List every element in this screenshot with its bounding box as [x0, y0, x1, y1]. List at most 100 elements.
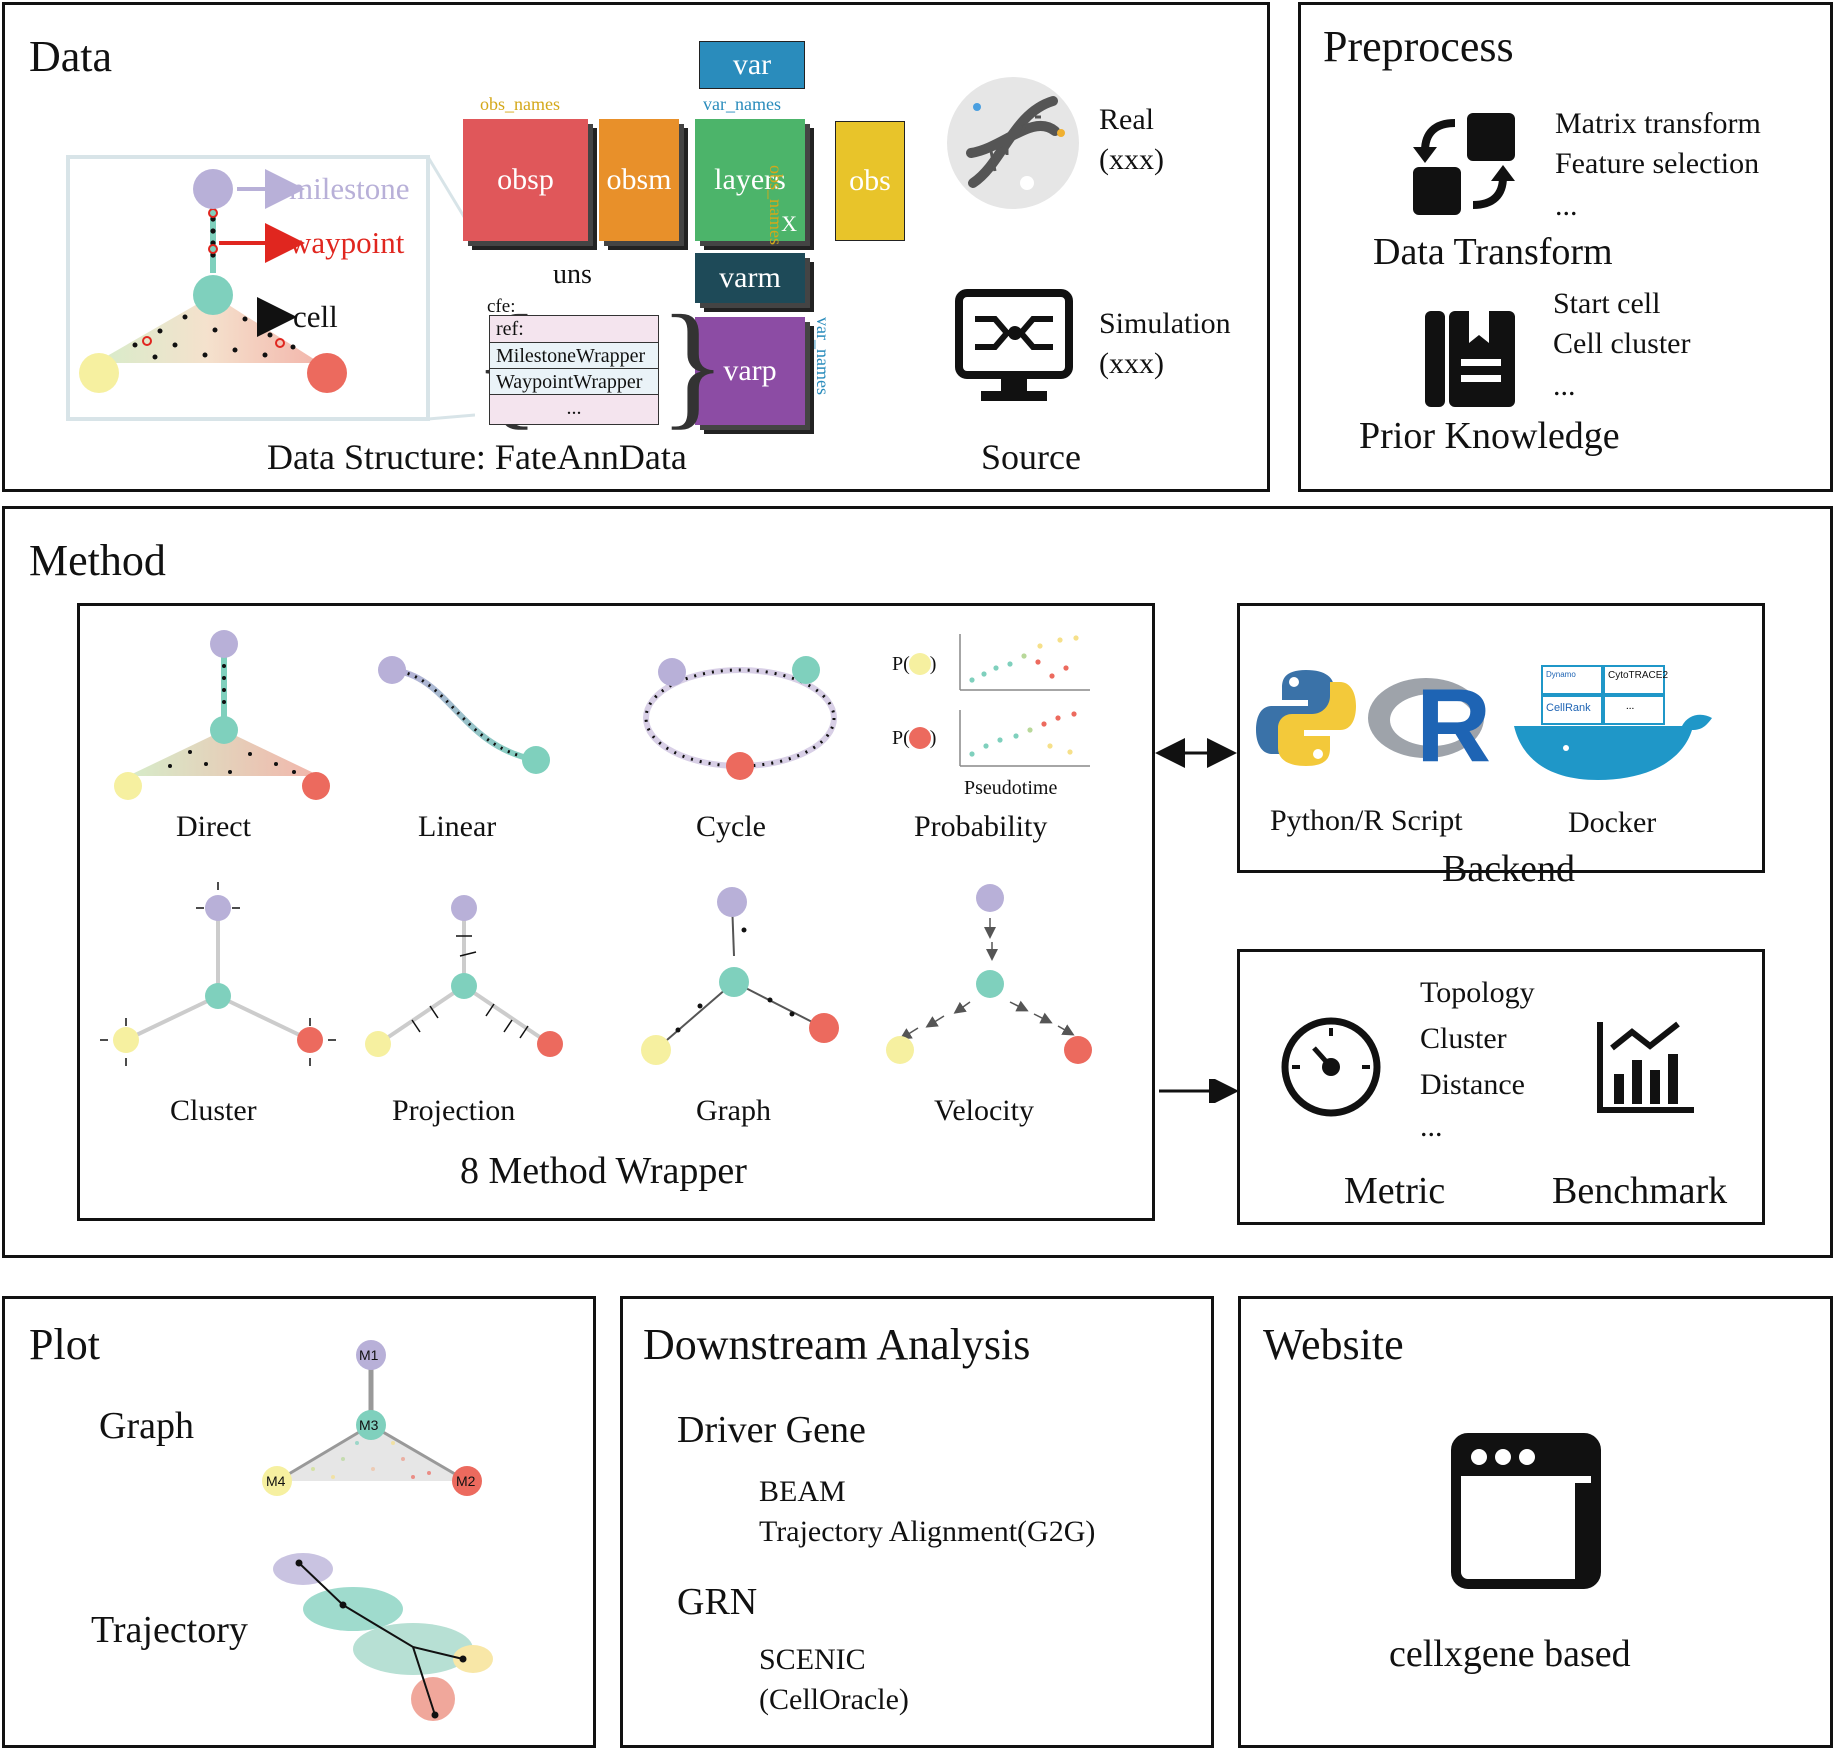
uns-row-waypoint: WaypointWrapper [490, 368, 658, 394]
velocity-icon [899, 918, 1075, 1040]
var-label: var [732, 48, 772, 81]
docker-label-dynamo: Dynamo [1546, 670, 1576, 679]
var-names-top-label: var_names [703, 94, 781, 114]
obsp-block: obsp [463, 119, 588, 241]
downstream-panel: Downstream Analysis Driver Gene BEAM Tra… [620, 1296, 1214, 1748]
plot-node-m2: M2 [456, 1473, 476, 1489]
docker-label: Docker [1568, 806, 1657, 839]
metric-cluster: Cluster [1420, 1022, 1507, 1055]
varm-label: varm [719, 261, 781, 294]
downstream-title: Downstream Analysis [643, 1320, 1031, 1369]
obs-label: obs [849, 164, 891, 197]
docker-label-cellrank: CellRank [1546, 702, 1591, 714]
plot-panel: Plot Graph Trajectory M1 M3 M4 M2 [2, 1296, 596, 1748]
varp-block: varp [695, 317, 805, 425]
method-panel: Method [2, 506, 1833, 1258]
source-caption: Source [981, 437, 1081, 477]
obs-block: obs [835, 121, 905, 241]
metric-arrow [1159, 1079, 1239, 1103]
layers-label: layers [714, 163, 786, 196]
docker-icon [1514, 665, 1712, 780]
pseudotime-label: Pseudotime [964, 777, 1058, 799]
uns-row-ellipsis: ... [490, 394, 658, 420]
plot-trajectory-label: Trajectory [91, 1609, 248, 1651]
website-caption: cellxgene based [1389, 1633, 1631, 1675]
source-real: Real [1099, 103, 1154, 136]
source-real-sub: (xxx) [1099, 143, 1164, 176]
uns-box: cfe: ref: MilestoneWrapper WaypointWrapp… [487, 295, 659, 425]
uns-table: ref: MilestoneWrapper WaypointWrapper ..… [489, 315, 659, 425]
plot-graph-label: Graph [99, 1405, 194, 1447]
preprocess-title: Preprocess [1323, 22, 1514, 71]
varp-label: varp [723, 354, 777, 387]
cluster-icon [125, 908, 311, 1042]
prior-item-1: Start cell [1553, 287, 1661, 320]
browser-window-icon [1451, 1433, 1601, 1589]
var-names-vertical-label: var_names [813, 317, 833, 395]
python-r-script-label: Python/R Script [1270, 804, 1463, 837]
r-letter: R [1416, 668, 1492, 784]
plot-graph-figure [262, 1340, 482, 1496]
waypoint-label: waypoint [289, 225, 405, 260]
website-panel: Website cellxgene based [1238, 1296, 1833, 1748]
benchmark-label: Benchmark [1552, 1170, 1728, 1212]
driver-gene-label: Driver Gene [677, 1409, 866, 1451]
computer-icon [955, 289, 1073, 401]
plot-trajectory-figure [273, 1553, 493, 1721]
r-icon [1368, 678, 1484, 758]
dna-icon [947, 77, 1079, 209]
var-block: var [699, 41, 805, 89]
prob-p-yellow: P( ) [892, 653, 937, 675]
method-title: Method [29, 536, 166, 585]
data-title: Data [29, 32, 113, 81]
varm-block: varm [695, 253, 805, 303]
uns-ref: ref: [496, 318, 524, 340]
data-panel: Data [2, 2, 1270, 492]
metric-distance: Distance [1420, 1068, 1525, 1101]
x-label: X [781, 211, 797, 236]
plot-node-m3: M3 [359, 1417, 379, 1433]
uns-bracket-right: } [659, 287, 727, 442]
prior-item-3: ... [1553, 369, 1576, 402]
obs-names-vertical-label: obs_names [766, 165, 786, 245]
milestone-label: milestone [289, 171, 410, 206]
cell-label: cell [293, 299, 338, 334]
method-direct: Direct [176, 810, 251, 843]
connector-arrows [1155, 738, 1237, 768]
plot-title: Plot [29, 1320, 100, 1369]
method-probability: Probability [914, 810, 1048, 843]
data-transform-label: Data Transform [1373, 231, 1613, 273]
uns-label: uns [553, 259, 592, 290]
probability-icon [909, 634, 1090, 767]
preprocess-panel: Preprocess Matrix transform Feature sele… [1298, 2, 1833, 492]
metric-ellipsis: ... [1420, 1110, 1443, 1143]
transform-item-2: Feature selection [1555, 147, 1760, 180]
method-linear: Linear [418, 810, 497, 843]
docker-label-cytotrace: CytoTRACE2 [1608, 670, 1669, 681]
transform-icon [1413, 113, 1515, 215]
method-velocity: Velocity [934, 1094, 1034, 1127]
obsp-label: obsp [497, 163, 554, 196]
notebook-icon [1425, 311, 1515, 407]
metric-topology: Topology [1420, 976, 1535, 1009]
prob-p-red: P( ) [892, 727, 937, 749]
prior-item-2: Cell cluster [1553, 327, 1691, 360]
transform-item-3: ... [1555, 189, 1578, 222]
uns-row-milestone: MilestoneWrapper [490, 342, 658, 368]
backend-box: R Dynamo CytoTRACE2 CellRank ... Python/… [1237, 603, 1765, 888]
uns-cfe: cfe: [487, 296, 516, 317]
driver-item-beam: BEAM [759, 1475, 846, 1508]
source-simulation-sub: (xxx) [1099, 347, 1164, 380]
grn-item-scenic: SCENIC [759, 1643, 866, 1676]
benchmark-icon [1597, 1021, 1694, 1113]
method-cluster: Cluster [170, 1094, 257, 1127]
backend-caption: Backend [1442, 848, 1575, 890]
docker-label-ellipsis: ... [1626, 700, 1635, 712]
metric-label: Metric [1344, 1170, 1446, 1212]
data-structure-caption: Data Structure: FateAnnData [267, 437, 687, 477]
transform-item-1: Matrix transform [1555, 107, 1761, 140]
website-title: Website [1263, 1320, 1404, 1369]
trajectory-schema [66, 155, 475, 421]
direct-icon [114, 630, 330, 800]
source-simulation: Simulation [1099, 307, 1231, 340]
